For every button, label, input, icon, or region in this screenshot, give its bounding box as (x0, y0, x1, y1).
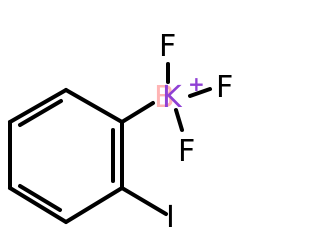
fluorine-bottom-label: F (178, 134, 195, 169)
fluorine-right-label: F (216, 70, 233, 105)
iodine-label: I (166, 200, 175, 235)
ring-bond (64, 88, 124, 124)
boron-label: B (154, 80, 175, 115)
molecule-structure: F F F B K + I (8, 29, 233, 235)
ring-bond (8, 186, 68, 224)
potassium-label: K (162, 80, 183, 115)
fluorine-top-label: F (159, 29, 176, 64)
ring-inner-double-bond (18, 184, 62, 212)
structure-canvas: F F F B K + I (8, 29, 234, 235)
ring-bond (8, 88, 68, 124)
b-f-bottom-bond (174, 108, 184, 132)
c-b-bond (120, 101, 155, 124)
bonds (8, 62, 212, 224)
ring-inner-double-bond (18, 99, 63, 127)
b-f-right-bond (188, 87, 212, 98)
potassium-charge-label: + (188, 72, 205, 96)
ring-bond (64, 186, 124, 224)
c-i-bond (120, 186, 168, 216)
